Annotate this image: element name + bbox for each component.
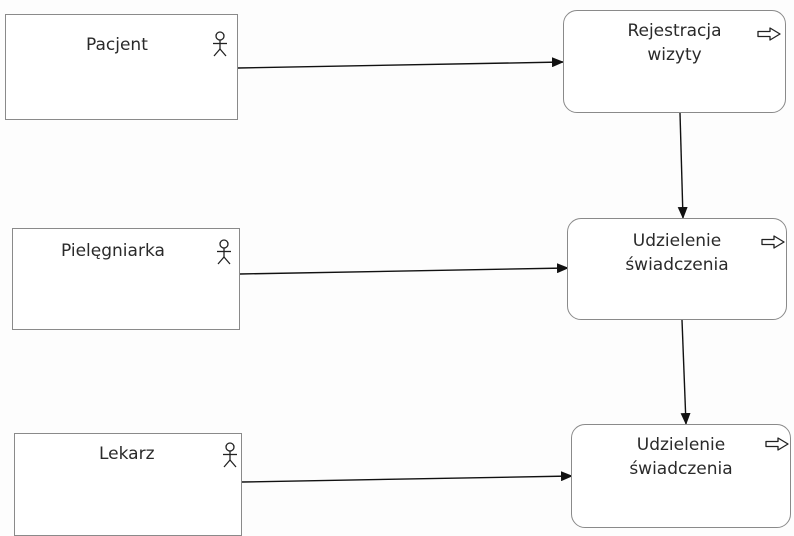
- actor-label: Pacjent: [86, 35, 148, 55]
- actor-icon: [223, 442, 237, 468]
- actor-box-pacjent[interactable]: Pacjent: [5, 14, 238, 120]
- actor-icon: [217, 239, 231, 265]
- process-label-line2: wizyty: [647, 45, 702, 65]
- connector-pacjent-rejestracja: [237, 57, 564, 69]
- process-arrow-icon: [757, 27, 781, 41]
- process-arrow-icon: [761, 235, 785, 249]
- connector-udzielenie-udzielenie: [680, 319, 691, 425]
- process-label-line1: Rejestracja: [627, 21, 722, 41]
- process-arrow-icon: [765, 437, 789, 451]
- actor-label: Pielęgniarka: [61, 241, 165, 261]
- actor-box-lekarz[interactable]: Lekarz: [14, 433, 242, 536]
- connector-pielegniarka-udzielenie: [239, 263, 569, 275]
- actor-label: Lekarz: [99, 444, 155, 464]
- process-label: Rejestracja wizyty: [564, 19, 785, 67]
- actor-icon: [213, 31, 227, 57]
- process-box-udzielenie-1[interactable]: Udzielenie świadczenia: [567, 218, 787, 320]
- process-label-line2: świadczenia: [629, 459, 733, 479]
- process-label: Udzielenie świadczenia: [572, 433, 790, 481]
- process-box-udzielenie-2[interactable]: Udzielenie świadczenia: [571, 424, 791, 528]
- connector-rejestracja-udzielenie: [677, 112, 688, 219]
- actor-box-pielegniarka[interactable]: Pielęgniarka: [12, 228, 240, 330]
- process-box-rejestracja[interactable]: Rejestracja wizyty: [563, 10, 786, 113]
- connector-lekarz-udzielenie: [241, 471, 573, 483]
- process-label-line1: Udzielenie: [632, 231, 722, 251]
- process-label: Udzielenie świadczenia: [568, 229, 786, 277]
- process-label-line2: świadczenia: [625, 255, 729, 275]
- process-label-line1: Udzielenie: [636, 435, 726, 455]
